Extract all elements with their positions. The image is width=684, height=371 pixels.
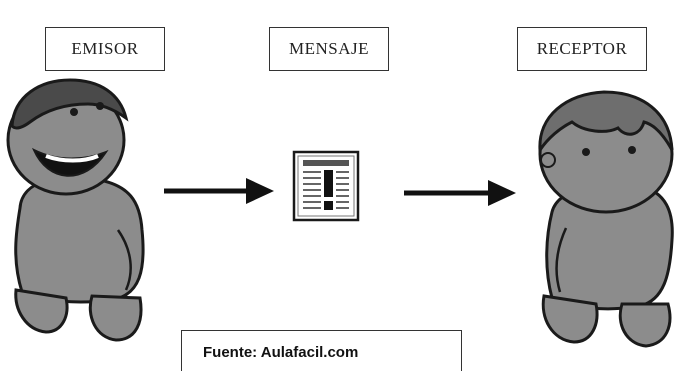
receptor-label: RECEPTOR bbox=[517, 27, 647, 71]
emisor-label: EMISOR bbox=[45, 27, 165, 71]
message-document-icon bbox=[292, 150, 360, 222]
source-caption-box: Fuente: Aulafacil.com bbox=[181, 330, 462, 371]
sender-person-icon bbox=[6, 78, 145, 342]
source-caption: Fuente: Aulafacil.com bbox=[203, 344, 359, 361]
receiver-person-icon bbox=[538, 90, 674, 348]
arrow-right-icon bbox=[404, 180, 516, 206]
arrow-right-icon bbox=[164, 178, 274, 204]
mensaje-label: MENSAJE bbox=[269, 27, 389, 71]
